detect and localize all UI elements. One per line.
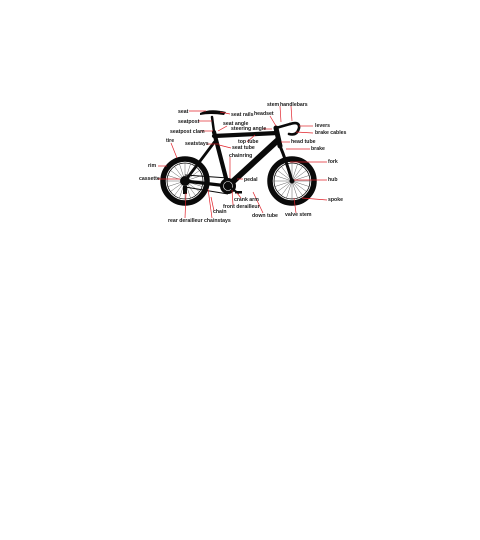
wheel-spoke bbox=[274, 175, 293, 182]
label-rear-derailleur: rear derailleur bbox=[168, 218, 203, 224]
label-chainstays: chainstays bbox=[204, 218, 231, 224]
fork-shape bbox=[278, 144, 294, 183]
label-fork: fork bbox=[328, 159, 338, 165]
saddle-shape bbox=[200, 110, 226, 115]
front-wheel bbox=[267, 156, 317, 206]
rear-derailleur-shape bbox=[183, 186, 187, 194]
cassette-shape bbox=[180, 176, 190, 186]
label-handlebars: handlebars bbox=[280, 102, 308, 108]
wheel-spoke bbox=[286, 180, 293, 199]
label-chain: chain bbox=[213, 209, 227, 215]
label-tire: tire bbox=[166, 138, 174, 144]
label-cassette: cassette bbox=[139, 176, 160, 182]
wheel-spoke bbox=[291, 180, 307, 192]
wheel-spoke bbox=[274, 180, 293, 187]
wheel-spoke bbox=[291, 180, 298, 199]
label-spoke: spoke bbox=[328, 197, 343, 203]
label-crank-arm: crank arm bbox=[234, 197, 259, 203]
label-seat-rails: seat rails bbox=[231, 112, 254, 118]
leader-lines bbox=[158, 105, 328, 219]
label-head-tube: head tube bbox=[291, 139, 316, 145]
label-rim: rim bbox=[148, 163, 156, 169]
label-pedal: pedal bbox=[244, 177, 258, 183]
wheel-spoke bbox=[291, 170, 307, 182]
bicycle-illustration bbox=[160, 110, 317, 206]
label-stem: stem bbox=[267, 102, 279, 108]
part-labels: seat seat rails stem handlebars headset … bbox=[139, 102, 347, 224]
label-seatpost-clam: seatpost clam bbox=[170, 129, 205, 135]
wheel-spoke bbox=[277, 170, 293, 182]
handlebar-shape bbox=[287, 121, 301, 136]
seatstay-tube bbox=[183, 138, 218, 183]
label-seatstays: seatstays bbox=[185, 141, 209, 147]
wheel-spoke bbox=[291, 180, 303, 196]
head-tube-shape bbox=[273, 125, 283, 149]
label-brake-cables: brake cables bbox=[315, 130, 347, 136]
label-chainring: chainring bbox=[229, 153, 252, 159]
top-tube-shape bbox=[211, 130, 280, 139]
stem-shape bbox=[274, 122, 292, 130]
wheel-spoke bbox=[291, 180, 310, 187]
label-steering-angle: steering angle bbox=[231, 126, 266, 132]
pedal-shape bbox=[235, 191, 242, 194]
label-hub: hub bbox=[328, 177, 338, 183]
label-front-derailleur: front derailleur bbox=[223, 204, 260, 210]
label-seat: seat bbox=[178, 109, 189, 115]
wheel-spoke bbox=[291, 163, 298, 182]
label-seat-angle: seat angle bbox=[223, 121, 248, 127]
wheel-spoke bbox=[291, 166, 303, 182]
bike-frame bbox=[180, 110, 301, 195]
label-seat-tube: seat tube bbox=[232, 145, 255, 151]
wheel-spoke bbox=[281, 180, 293, 196]
seat-tube-shape bbox=[211, 129, 231, 189]
label-brake: brake bbox=[311, 146, 325, 152]
label-levers: levers bbox=[315, 123, 330, 129]
label-headset: headset bbox=[254, 111, 274, 117]
label-seatpost: seatpost bbox=[178, 119, 200, 125]
wheel-spoke bbox=[277, 180, 293, 192]
label-top-tube: top tube bbox=[238, 139, 259, 145]
seatpost-shape bbox=[210, 115, 216, 134]
chain-shape bbox=[184, 174, 229, 195]
down-tube-shape bbox=[225, 137, 281, 189]
label-valve-stem: valve stem bbox=[285, 212, 312, 218]
label-down-tube: down tube bbox=[252, 213, 278, 219]
